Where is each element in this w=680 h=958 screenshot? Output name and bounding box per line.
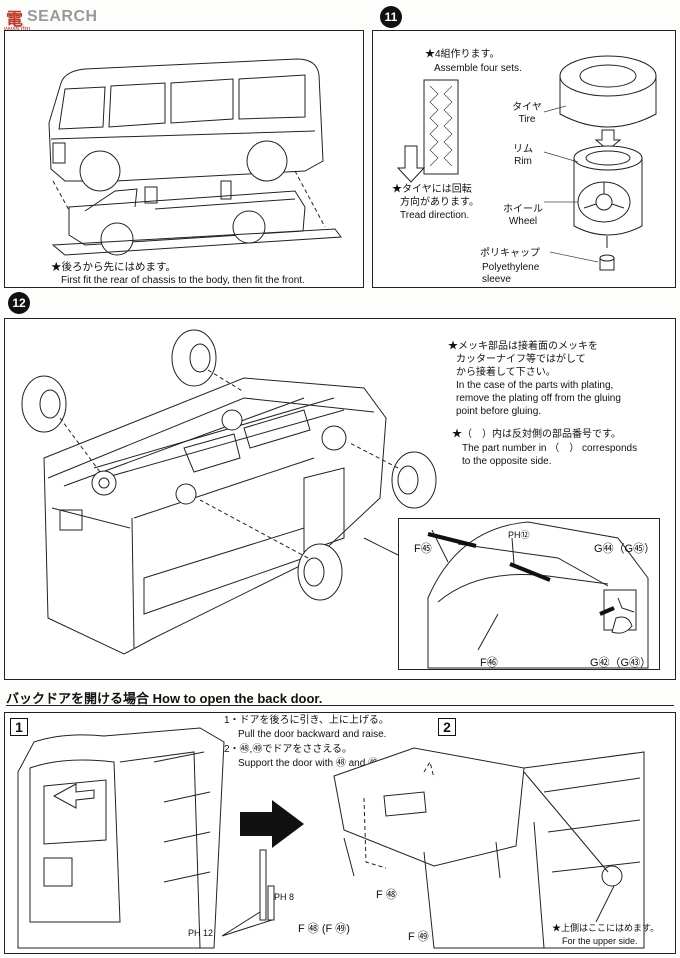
- tire-label-en: Tire: [518, 114, 536, 125]
- logo-text: SEARCH: [27, 8, 98, 25]
- assemble-en: Assemble four sets.: [434, 63, 522, 74]
- part-f48: F ㊽: [376, 889, 397, 901]
- van-body-illustration: [48, 58, 342, 256]
- upper-note-en: For the upper side.: [562, 936, 638, 946]
- cap-label-jp: ポリキャップ: [480, 248, 540, 259]
- tread-label-jp-1: ★タイヤには回転: [392, 184, 472, 195]
- plating-note-en-2: remove the plating off from the gluing: [456, 393, 621, 404]
- body-note-jp: ★後ろから先にはめます。: [51, 261, 176, 273]
- tire-label-jp: タイヤ: [512, 102, 542, 113]
- body-note-en: First fit the rear of chassis to the bod…: [61, 275, 305, 286]
- backdoor-inst2-jp: 2・㊽,㊾でドアをささえる。: [224, 744, 353, 755]
- backdoor-inst1-en: Pull the door backward and raise.: [238, 729, 387, 740]
- part-f46: F㊻: [480, 657, 498, 669]
- rim-label-jp: リム: [513, 144, 533, 155]
- part-ph12-inset: PH⑫: [508, 530, 530, 540]
- step-11-badge: 11: [380, 6, 402, 28]
- backdoor-inst1-jp: 1・ドアを後ろに引き、上に上げる。: [224, 715, 389, 726]
- cap-label-en-1: Polyethylene: [482, 262, 540, 273]
- plating-note-jp-1: ★メッキ部品は接着面のメッキを: [448, 341, 598, 352]
- tire-assembly-illustration: [396, 55, 657, 271]
- plating-note-en-1: In the case of the parts with plating,: [456, 380, 614, 391]
- watermark-logo: 電 SEARCH: [6, 4, 98, 30]
- rim-label-en: Rim: [514, 156, 532, 167]
- plating-note-jp-3: から接着して下さい。: [456, 367, 556, 378]
- undercarriage-illustration: [21, 329, 437, 655]
- tread-label-jp-2: 方向があります。: [400, 197, 479, 208]
- part-f48-f49: F ㊽ (F ㊾): [298, 923, 350, 935]
- backdoor-inst2-en: Support the door with ㊽ and ㊾.: [238, 758, 381, 769]
- part-g54-g55: G㊹（G㊺）: [594, 543, 656, 555]
- backdoor-step-2: 2: [438, 718, 456, 736]
- step-12-badge: 12: [8, 292, 30, 314]
- backdoor-heading: バックドアを開ける場合 How to open the back door.: [6, 688, 674, 706]
- plating-note-jp-2: カッターナイフ等ではがして: [456, 354, 586, 365]
- part-f49: F ㊾: [408, 931, 429, 943]
- logo-mark: 電: [6, 9, 23, 30]
- wheel-label-jp: ホイール: [503, 204, 543, 215]
- opposite-note-jp: ★（ ）内は反対側の部品番号です。: [452, 429, 621, 440]
- part-f45: F㊺: [414, 543, 432, 555]
- part-ph8: PH 8: [274, 892, 295, 902]
- assemble-jp: ★4組作ります。: [425, 49, 500, 60]
- inset-illustration: [427, 521, 649, 669]
- cap-label-en-2: sleeve: [482, 274, 511, 285]
- part-ph12-backdoor: PH 12: [188, 928, 214, 938]
- logo-url: www.dm...: [4, 26, 36, 33]
- plating-note-en-3: point before gluing.: [456, 406, 542, 417]
- opposite-note-en-1: The part number in （ ） corresponds: [462, 443, 638, 454]
- backdoor-illustration: [17, 727, 645, 949]
- backdoor-step-1: 1: [10, 718, 28, 736]
- opposite-note-en-2: to the opposite side.: [462, 456, 552, 467]
- panel-body-chassis: ★後ろから先にはめます。 First fit the rear of chass…: [4, 30, 364, 288]
- wheel-label-en: Wheel: [508, 216, 538, 227]
- part-g52-g53: G㊷（G㊸）: [590, 657, 652, 669]
- tread-label-en: Tread direction.: [400, 210, 470, 221]
- upper-note-jp: ★上側はここにはめます。: [552, 923, 660, 933]
